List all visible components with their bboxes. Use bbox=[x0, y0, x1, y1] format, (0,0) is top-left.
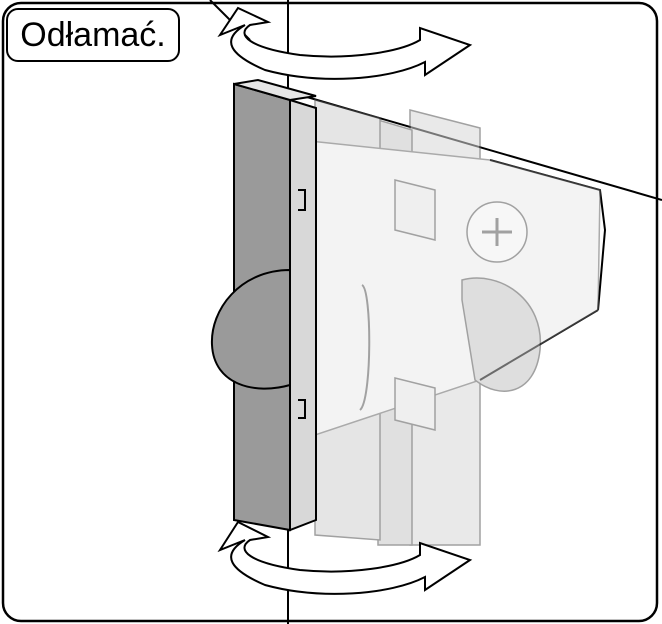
instruction-label: Odłamać. bbox=[20, 16, 166, 54]
break-off-tab bbox=[210, 78, 317, 532]
rotate-arrows-bottom-icon bbox=[217, 520, 473, 595]
rotate-arrows-top-icon bbox=[217, 6, 473, 80]
ghost-parts bbox=[299, 99, 601, 546]
instruction-label-box: Odłamać. bbox=[6, 8, 180, 62]
